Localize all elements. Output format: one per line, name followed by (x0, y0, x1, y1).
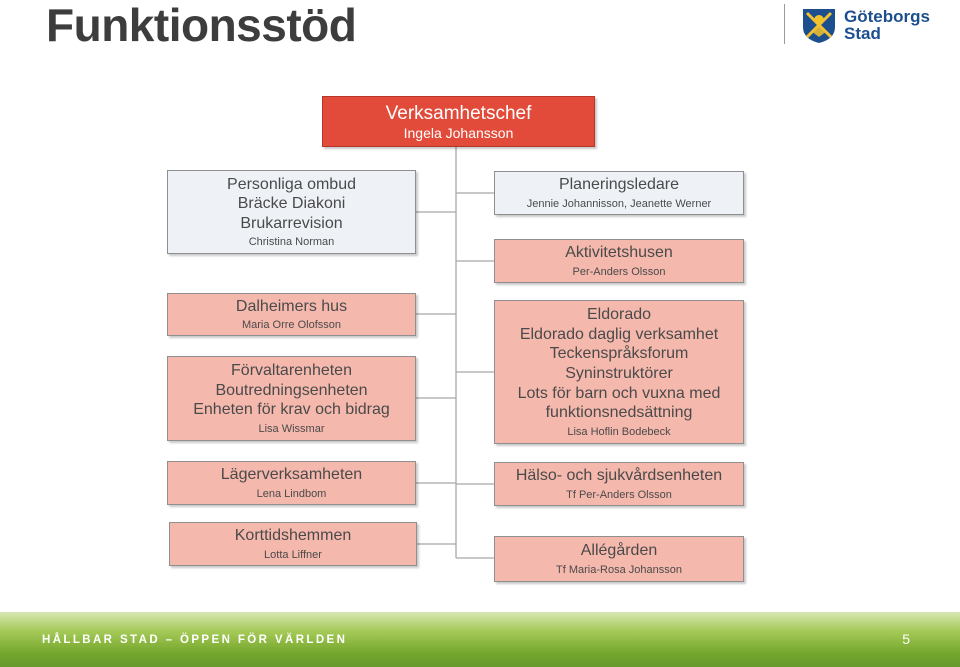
unit-box-planeringsledare: Planeringsledare Jennie Johannisson, Jea… (494, 171, 744, 215)
page-number: 5 (902, 631, 910, 647)
unit-line: Hälso- och sjukvårdsenheten (515, 467, 723, 485)
unit-person: Lisa Hoflin Bodebeck (567, 425, 671, 438)
footer-slogan: HÅLLBAR STAD – ÖPPEN FÖR VÄRLDEN (42, 634, 348, 646)
unit-line: Aktivitetshusen (565, 244, 673, 262)
unit-line: Förvaltarenheten (231, 362, 352, 380)
unit-line: Bräcke Diakoni (237, 195, 346, 213)
goteborg-crest-icon (803, 9, 835, 43)
unit-line: funktionsnedsättning (545, 404, 693, 422)
unit-line: Eldorado daglig verksamhet (519, 325, 719, 343)
unit-box-forvaltarenheten: Förvaltarenheten Boutredningsenheten Enh… (167, 356, 416, 441)
unit-box-halso-och-sjukvardsenheten: Hälso- och sjukvårdsenheten Tf Per-Ander… (494, 462, 744, 506)
goteborgs-stad-logo: Göteborgs Stad (784, 2, 934, 46)
unit-person: Per-Anders Olsson (572, 265, 666, 278)
logo-text: Göteborgs Stad (844, 8, 930, 42)
unit-line: Syninstruktörer (565, 365, 673, 382)
unit-person: Christina Norman (248, 236, 335, 249)
unit-box-aktivitetshusen: Aktivitetshusen Per-Anders Olsson (494, 239, 744, 283)
unit-person: Tf Per-Anders Olsson (566, 488, 672, 501)
unit-box-eldorado: Eldorado Eldorado daglig verksamhet Teck… (494, 300, 744, 444)
unit-line: Boutredningsenheten (215, 381, 368, 399)
unit-box-allegarden: Allégården Tf Maria-Rosa Johansson (494, 536, 744, 582)
unit-line: Personliga ombud (227, 175, 356, 193)
chief-box: Verksamhetschef Ingela Johansson (322, 96, 595, 147)
unit-person: Maria Orre Olofsson (241, 319, 342, 332)
unit-box-personliga-ombud: Personliga ombud Bräcke Diakoni Brukarre… (167, 170, 416, 254)
page-title: Funktionsstöd (46, 0, 357, 51)
footer-band (0, 612, 960, 667)
logo-text-line-2: Stad (844, 24, 881, 43)
unit-line: Korttidshemmen (234, 527, 352, 545)
unit-box-korttidshemmen: Korttidshemmen Lotta Liffner (169, 522, 417, 566)
unit-person: Jennie Johannisson, Jeanette Werner (526, 197, 712, 210)
unit-box-dalheimers-hus: Dalheimers hus Maria Orre Olofsson (167, 293, 416, 336)
unit-line: Lägerverksamheten (220, 466, 363, 484)
unit-person: Lena Lindbom (256, 487, 327, 500)
unit-line: Planeringsledare (558, 176, 680, 194)
unit-line: Brukarrevision (240, 214, 343, 232)
unit-line: Allégården (580, 542, 658, 560)
unit-line: Teckenspråksforum (549, 345, 689, 363)
unit-line: Enheten för krav och bidrag (193, 401, 390, 419)
logo-text-line-1: Göteborgs (844, 7, 930, 26)
unit-person: Tf Maria-Rosa Johansson (556, 563, 682, 576)
unit-person: Lotta Liffner (264, 548, 322, 561)
logo-divider (784, 4, 785, 44)
unit-line: Lots för barn och vuxna med (517, 384, 721, 402)
unit-line: Dalheimers hus (235, 297, 348, 315)
chief-title: Verksamhetschef (385, 102, 532, 124)
unit-person: Lisa Wissmar (258, 422, 325, 435)
unit-line: Eldorado (586, 306, 652, 324)
chief-person: Ingela Johansson (403, 124, 514, 141)
unit-box-lagerverksamheten: Lägerverksamheten Lena Lindbom (167, 461, 416, 505)
